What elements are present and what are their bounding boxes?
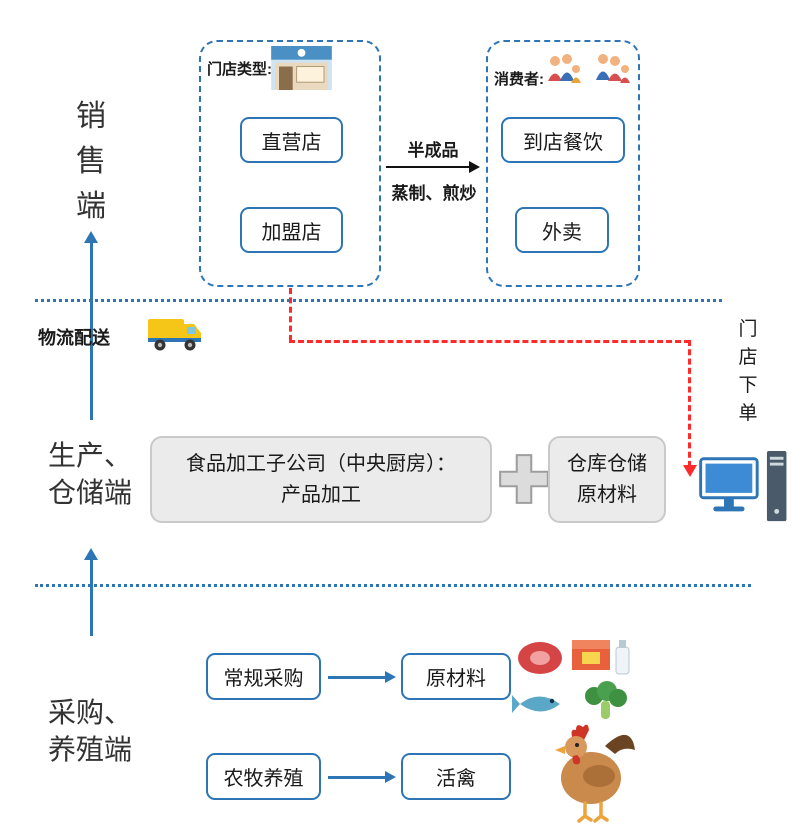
order-flow-line-down <box>688 340 691 467</box>
order-flow-line-top <box>289 288 292 341</box>
process-arrow <box>386 161 480 173</box>
order-flow-line-horizontal <box>289 340 690 343</box>
flow-arrow-production-to-sales <box>84 231 98 420</box>
order-flow-arrow-head-icon <box>683 465 697 477</box>
process-label-semifinished: 半成品 <box>407 141 459 160</box>
ordering-computer-icon <box>698 449 792 527</box>
central-kitchen-line: 产品加工 <box>281 483 361 506</box>
breeding-arrow <box>328 771 396 783</box>
arrow-shaft <box>328 675 385 679</box>
stage-procurement-line: 养殖端 <box>47 734 132 765</box>
separator-production-procurement <box>35 584 751 587</box>
store-types-label: 门店类型: <box>207 61 272 78</box>
consumer-box-takeout: 外卖 <box>515 207 609 253</box>
arrow-head-icon <box>84 231 98 243</box>
arrow-head-icon <box>385 771 396 783</box>
arrow-head-icon <box>84 548 98 560</box>
consumers-label: 消费者: <box>494 71 544 88</box>
store-order-label: 门 店 下 单 <box>735 316 761 428</box>
procurement-arrow <box>328 671 396 683</box>
arrow-shaft <box>89 243 93 420</box>
process-label-cooking: 蒸制、煎炒 <box>391 184 477 203</box>
plus-icon <box>496 451 552 507</box>
arrow-shaft <box>328 775 385 779</box>
family-consumers-icon <box>545 48 635 90</box>
flow-arrow-procurement-to-production <box>84 548 98 636</box>
stage-sales-line: 销 <box>76 100 106 133</box>
logistics-label: 物流配送 <box>38 328 110 348</box>
central-kitchen-box: 食品加工子公司（中央厨房）： 产品加工 <box>150 436 492 523</box>
arrow-head-icon <box>385 671 396 683</box>
stage-label-sales: 销 售 端 <box>64 94 118 229</box>
delivery-truck-icon <box>146 310 204 355</box>
procurement-source-box: 常规采购 <box>206 653 321 700</box>
arrow-head-icon <box>469 161 480 173</box>
consumer-box-dinein: 到店餐饮 <box>501 117 625 163</box>
raw-ingredients-icon <box>512 632 645 736</box>
separator-sales-production <box>35 299 722 302</box>
stage-production-line: 生产、 <box>47 440 132 471</box>
stage-sales-line: 端 <box>76 190 106 223</box>
store-order-char: 店 <box>738 347 758 368</box>
stage-label-procurement: 采购、 养殖端 <box>34 694 146 768</box>
consumers-group: 消费者: 到店餐饮 外卖 <box>486 40 640 287</box>
stage-production-line: 仓储端 <box>47 477 132 508</box>
store-box-direct: 直营店 <box>240 117 343 163</box>
store-order-char: 下 <box>738 375 758 396</box>
store-types-group: 门店类型: 直营店 加盟店 <box>199 40 381 287</box>
stage-sales-line: 售 <box>76 145 106 178</box>
arrow-shaft <box>386 166 469 168</box>
store-order-char: 门 <box>738 319 758 340</box>
stage-label-production: 生产、 仓储端 <box>34 437 146 511</box>
store-order-char: 单 <box>738 403 758 424</box>
warehouse-line: 仓库仓储 <box>567 452 647 475</box>
warehouse-line: 原材料 <box>577 483 637 506</box>
breeding-target-box: 活禽 <box>401 753 511 800</box>
store-box-franchise: 加盟店 <box>240 207 343 253</box>
stage-procurement-line: 采购、 <box>47 697 132 728</box>
breeding-source-box: 农牧养殖 <box>206 753 321 800</box>
warehouse-box: 仓库仓储 原材料 <box>548 436 666 523</box>
procurement-target-box: 原材料 <box>401 653 511 700</box>
arrow-shaft <box>89 560 93 636</box>
live-poultry-icon <box>543 720 641 825</box>
central-kitchen-line: 食品加工子公司（中央厨房）： <box>186 452 456 475</box>
storefront-photo-icon <box>270 46 333 90</box>
